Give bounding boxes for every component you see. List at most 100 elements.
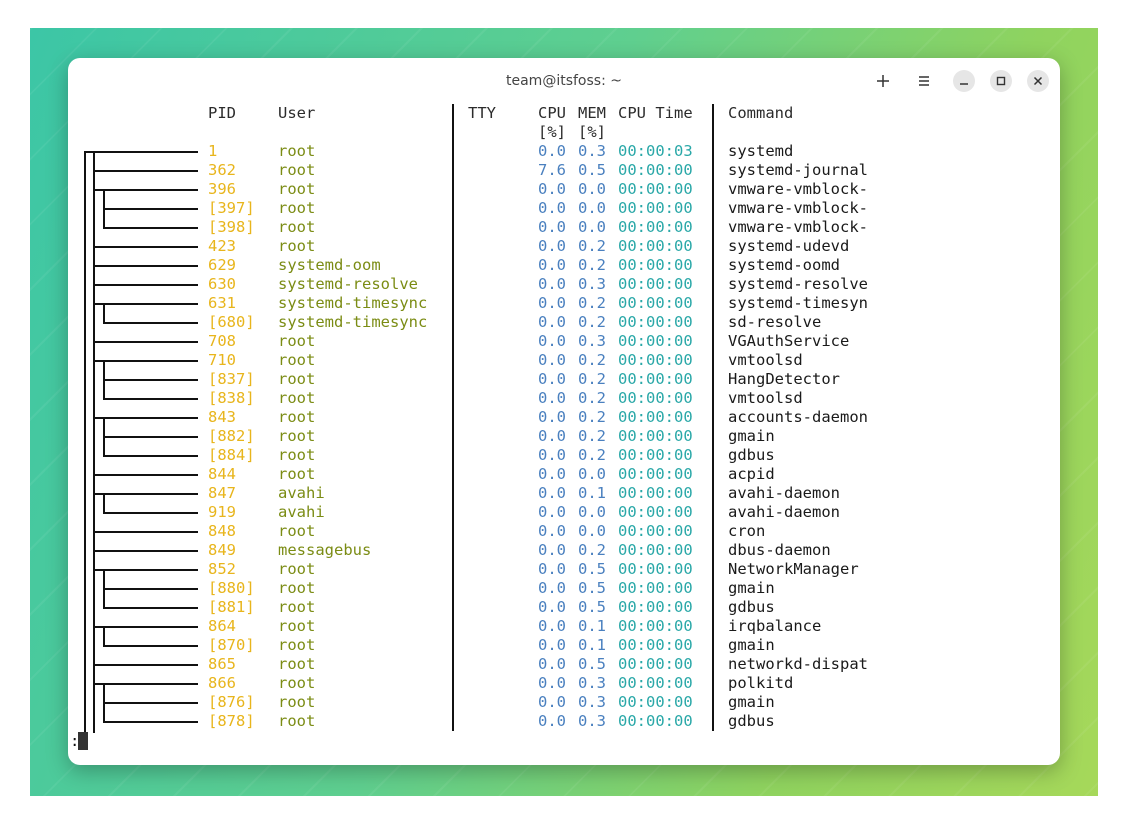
tree-branch <box>103 455 198 457</box>
tree-branch <box>93 569 198 571</box>
cpu-time-cell: 00:00:00 <box>618 465 693 483</box>
user-cell: root <box>278 465 316 483</box>
header-mem: MEM <box>578 104 606 122</box>
pid-cell: [880] <box>208 579 255 597</box>
tree-branch <box>93 683 198 685</box>
mem-cell: 0.2 <box>578 256 606 274</box>
cpu-time-cell: 00:00:00 <box>618 351 693 369</box>
mem-cell: 0.2 <box>578 427 606 445</box>
cpu-time-cell: 00:00:00 <box>618 313 693 331</box>
tree-branch <box>93 474 198 476</box>
command-cell: gmain <box>728 693 775 711</box>
pid-cell: [884] <box>208 446 255 464</box>
cpu-time-cell: 00:00:00 <box>618 541 693 559</box>
cpu-time-cell: 00:00:00 <box>618 237 693 255</box>
pid-cell: 710 <box>208 351 236 369</box>
cpu-time-cell: 00:00:00 <box>618 522 693 540</box>
plus-icon <box>877 75 889 87</box>
pid-cell: 629 <box>208 256 236 274</box>
pid-cell: 849 <box>208 541 236 559</box>
tree-branch <box>103 208 198 210</box>
mem-cell: 0.0 <box>578 522 606 540</box>
user-cell: root <box>278 579 316 597</box>
cpu-cell: 0.0 <box>538 465 566 483</box>
cpu-time-cell: 00:00:00 <box>618 674 693 692</box>
tree-branch <box>84 151 198 153</box>
user-cell: root <box>278 522 316 540</box>
pid-cell: [870] <box>208 636 255 654</box>
mem-cell: 0.2 <box>578 408 606 426</box>
cpu-cell: 0.0 <box>538 427 566 445</box>
user-cell: root <box>278 560 316 578</box>
minimize-button[interactable] <box>953 70 975 92</box>
user-cell: root <box>278 693 316 711</box>
cpu-time-cell: 00:00:00 <box>618 389 693 407</box>
cpu-time-cell: 00:00:00 <box>618 503 693 521</box>
pid-cell: 631 <box>208 294 236 312</box>
cpu-time-cell: 00:00:00 <box>618 408 693 426</box>
tree-branch <box>93 151 95 733</box>
cpu-time-cell: 00:00:00 <box>618 560 693 578</box>
pid-cell: 844 <box>208 465 236 483</box>
cpu-time-cell: 00:00:00 <box>618 332 693 350</box>
tree-branch <box>93 246 198 248</box>
tree-branch <box>84 151 86 733</box>
cpu-cell: 0.0 <box>538 370 566 388</box>
pager-prompt: : <box>70 732 80 750</box>
command-cell: systemd-oomd <box>728 256 840 274</box>
mem-cell: 0.2 <box>578 370 606 388</box>
command-cell: gdbus <box>728 446 775 464</box>
close-button[interactable] <box>1027 70 1049 92</box>
mem-cell: 0.3 <box>578 693 606 711</box>
user-cell: root <box>278 218 316 236</box>
text-cursor <box>78 732 88 750</box>
pid-cell: [876] <box>208 693 255 711</box>
pid-cell: 866 <box>208 674 236 692</box>
cpu-time-cell: 00:00:00 <box>618 275 693 293</box>
new-tab-button[interactable] <box>872 70 894 92</box>
user-cell: root <box>278 408 316 426</box>
pid-cell: [878] <box>208 712 255 730</box>
tree-branch <box>103 493 105 514</box>
user-cell: root <box>278 237 316 255</box>
command-cell: avahi-daemon <box>728 484 840 502</box>
pid-cell: 396 <box>208 180 236 198</box>
user-cell: root <box>278 636 316 654</box>
cpu-time-cell: 00:00:00 <box>618 655 693 673</box>
tree-branch <box>93 189 198 191</box>
user-cell: root <box>278 142 316 160</box>
tree-branch <box>93 341 198 343</box>
cpu-time-cell: 00:00:00 <box>618 218 693 236</box>
cpu-cell: 0.0 <box>538 389 566 407</box>
mem-cell: 0.5 <box>578 579 606 597</box>
tree-branch <box>93 626 198 628</box>
mem-cell: 0.1 <box>578 484 606 502</box>
user-cell: root <box>278 199 316 217</box>
command-cell: gmain <box>728 636 775 654</box>
command-cell: accounts-daemon <box>728 408 868 426</box>
user-cell: avahi <box>278 484 325 502</box>
terminal-content[interactable]: PID User TTY CPU MEM CPU Time Command [%… <box>68 58 1060 765</box>
tree-branch <box>103 626 105 647</box>
tree-branch <box>93 531 198 533</box>
mem-cell: 0.5 <box>578 161 606 179</box>
maximize-button[interactable] <box>990 70 1012 92</box>
header-cpu: CPU <box>538 104 566 122</box>
pid-cell: 852 <box>208 560 236 578</box>
tree-branch <box>93 303 198 305</box>
cpu-time-cell: 00:00:00 <box>618 161 693 179</box>
mem-cell: 0.3 <box>578 332 606 350</box>
menu-button[interactable] <box>913 70 935 92</box>
cpu-cell: 0.0 <box>538 712 566 730</box>
pid-cell: [680] <box>208 313 255 331</box>
user-cell: root <box>278 370 316 388</box>
tree-branch <box>103 721 198 723</box>
cpu-cell: 0.0 <box>538 541 566 559</box>
tree-branch <box>103 227 198 229</box>
tree-branch <box>93 265 198 267</box>
tree-branch <box>103 398 198 400</box>
command-cell: gmain <box>728 427 775 445</box>
mem-cell: 0.0 <box>578 218 606 236</box>
header-command: Command <box>728 104 794 122</box>
mem-cell: 0.0 <box>578 465 606 483</box>
